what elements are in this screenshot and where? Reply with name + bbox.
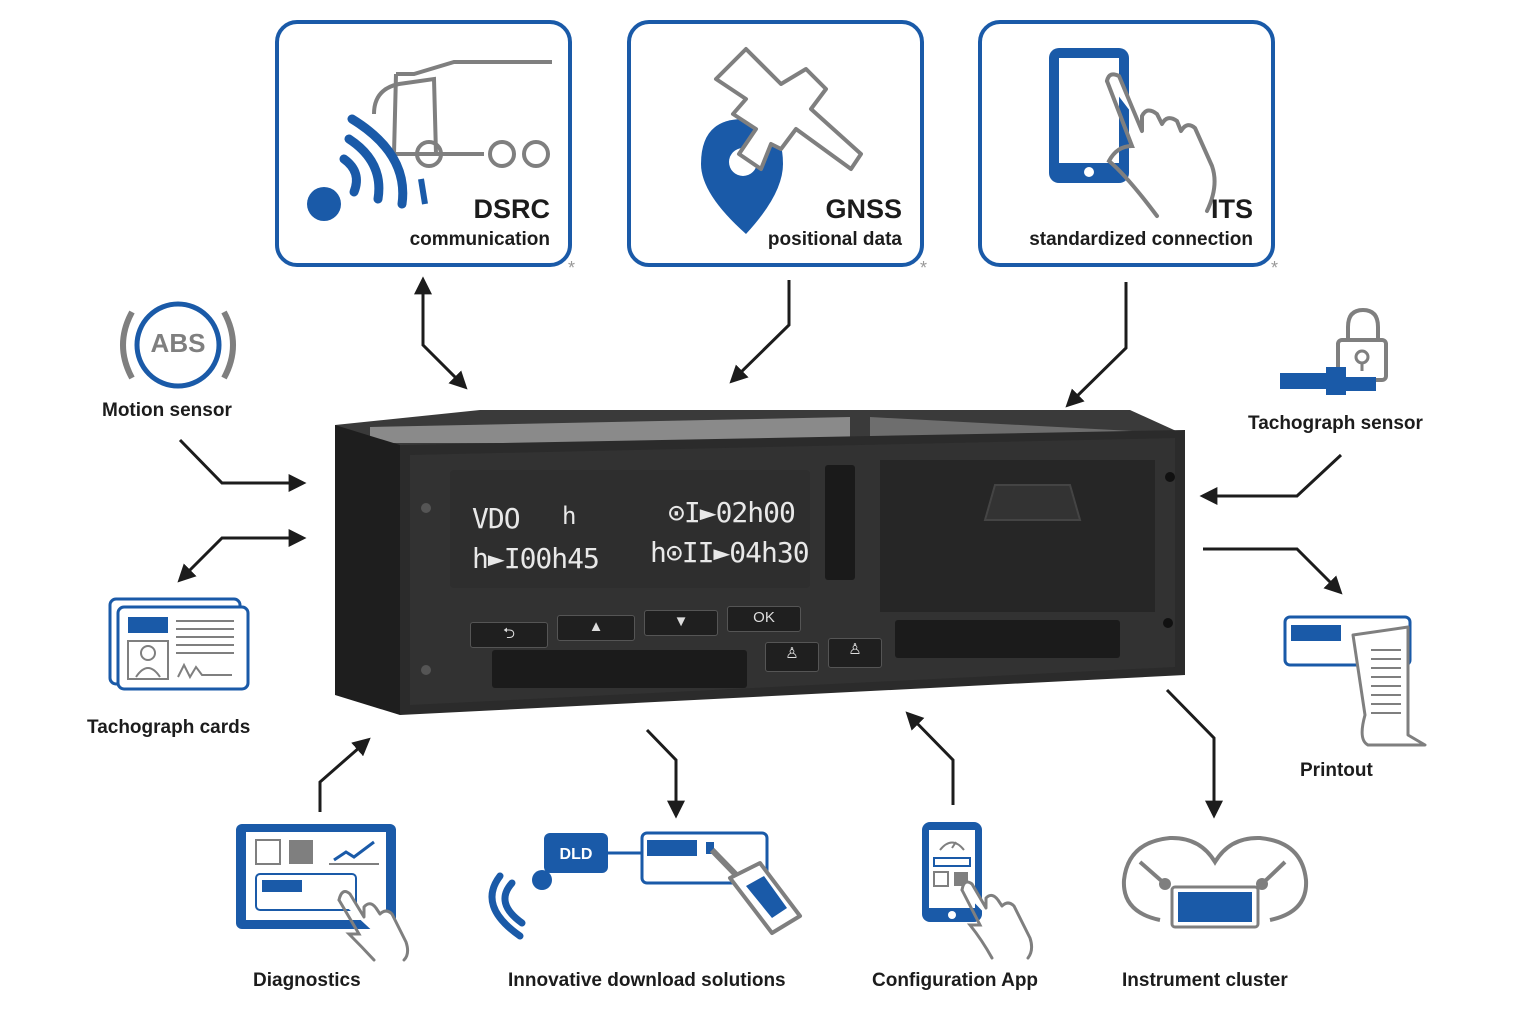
its-footnote: * bbox=[1271, 258, 1279, 278]
download-icon bbox=[488, 831, 802, 940]
its-title: ITS bbox=[1210, 194, 1253, 224]
dsrc-footnote: * bbox=[568, 258, 576, 278]
config-arrow bbox=[905, 711, 955, 805]
printout-arrow bbox=[1203, 547, 1343, 595]
back-button[interactable]: ⮌ bbox=[470, 622, 548, 648]
gnss-box: GNSS positional data bbox=[627, 20, 924, 267]
tacho-sensor-arrow bbox=[1199, 453, 1343, 505]
its-arrow bbox=[1065, 282, 1128, 408]
printout-icon bbox=[1283, 615, 1427, 747]
diagnostics-tablet-icon bbox=[236, 824, 410, 962]
abs-sensor-icon: ABS bbox=[118, 300, 238, 390]
tachograph-display: VDO h ⊙I►02h00 h►I00h45 h⊙II►04h30 bbox=[450, 470, 810, 588]
dsrc-subtitle: communication bbox=[409, 229, 550, 250]
its-subtitle: standardized connection bbox=[1029, 229, 1253, 250]
dsrc-truck-icon bbox=[307, 60, 552, 221]
tachograph-sensor-label: Tachograph sensor bbox=[1248, 413, 1423, 434]
diagnostics-label: Diagnostics bbox=[253, 970, 361, 991]
driver1-card-button[interactable]: ♙ bbox=[765, 642, 819, 672]
driver2-card-button[interactable]: ♙ bbox=[828, 638, 882, 668]
download-arrow bbox=[645, 728, 685, 819]
driver1-icon: ♙ bbox=[785, 645, 799, 662]
dsrc-title: DSRC bbox=[473, 194, 550, 224]
dsrc-arrow bbox=[414, 276, 468, 390]
gnss-arrow bbox=[729, 280, 791, 384]
download-label: Innovative download solutions bbox=[508, 970, 786, 991]
cluster-arrow bbox=[1165, 688, 1223, 819]
gnss-subtitle: positional data bbox=[767, 229, 902, 250]
up-button[interactable]: ▲ bbox=[557, 615, 635, 641]
down-button[interactable]: ▼ bbox=[644, 610, 718, 636]
display-line2-right: h⊙II►04h30 bbox=[650, 536, 810, 569]
tachograph-card-icon bbox=[108, 597, 250, 691]
driver2-icon: ♙ bbox=[848, 641, 862, 658]
dld-badge: DLD bbox=[559, 846, 593, 863]
config-app-label: Configuration App bbox=[872, 970, 1039, 991]
its-box: ITS standardized connection bbox=[978, 20, 1275, 267]
instrument-cluster-label: Instrument cluster bbox=[1122, 970, 1288, 991]
printout-label: Printout bbox=[1300, 760, 1373, 781]
display-brand: VDO bbox=[472, 502, 521, 535]
ok-button[interactable]: OK bbox=[727, 606, 801, 632]
cards-arrow bbox=[177, 529, 307, 583]
config-app-phone-icon bbox=[922, 822, 1034, 960]
dsrc-box: DSRC communication bbox=[275, 20, 572, 267]
tachograph-sensor-icon bbox=[1280, 307, 1388, 395]
gnss-title: GNSS bbox=[825, 194, 902, 224]
motion-sensor-label: Motion sensor bbox=[102, 400, 232, 421]
gnss-satellite-pin-icon bbox=[701, 47, 863, 234]
motion-sensor-arrow bbox=[178, 438, 307, 492]
gnss-footnote: * bbox=[920, 258, 928, 278]
display-line1-right: ⊙I►02h00 bbox=[668, 496, 796, 529]
diagnostics-arrow bbox=[318, 737, 371, 812]
instrument-cluster-icon bbox=[1121, 835, 1309, 929]
tachograph-cards-label: Tachograph cards bbox=[87, 717, 251, 738]
abs-text: ABS bbox=[150, 328, 206, 358]
display-line2-left: h►I00h45 bbox=[472, 542, 600, 575]
its-tablet-hand-icon bbox=[1049, 48, 1217, 218]
display-mode-symbol: h bbox=[562, 502, 576, 530]
